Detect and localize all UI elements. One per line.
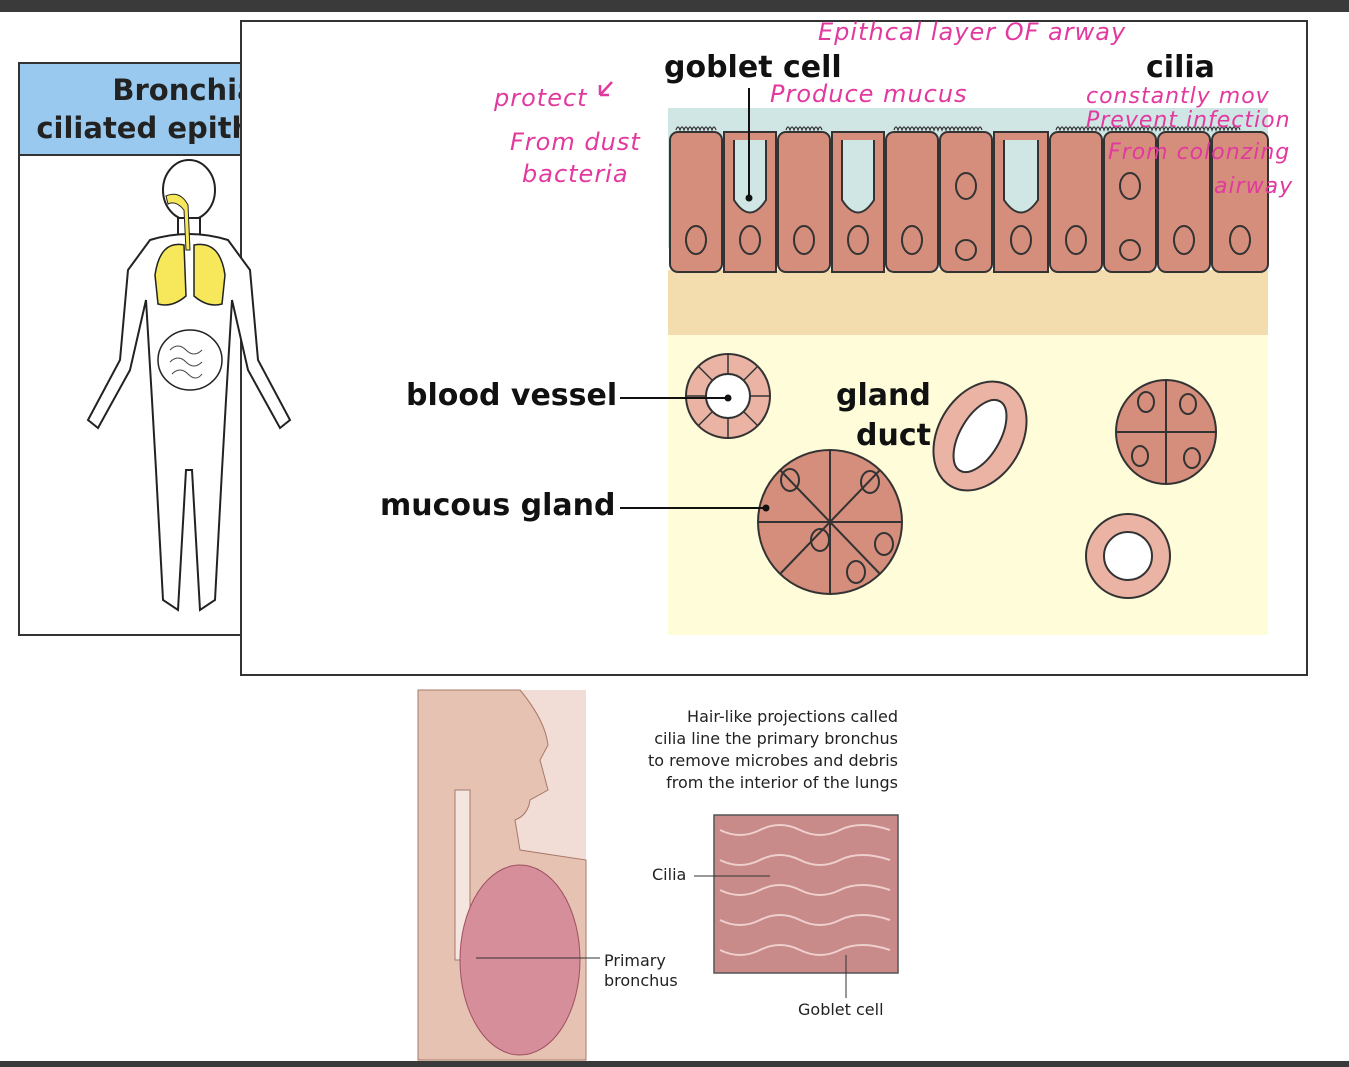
note-prevent-infection: Prevent infection <box>1086 108 1291 133</box>
label-goblet-cell: goblet cell <box>664 50 842 85</box>
note-produce-mucus: Produce mucus <box>770 80 968 108</box>
top-bar <box>0 0 1349 12</box>
note-epithelial-layer: Epithcal layer OF arway <box>818 18 1127 46</box>
cell-nuclei <box>685 172 1251 261</box>
label-duct: duct <box>856 418 931 453</box>
connective-tissue-layer <box>668 270 1268 335</box>
micrograph-texture <box>719 824 891 956</box>
label-gland: gland <box>836 378 931 413</box>
caption-line-2: cilia line the primary bronchus <box>654 729 898 748</box>
epithelial-cell-row <box>669 131 1269 273</box>
left-lung <box>154 243 187 306</box>
note-bacteria: bacteria <box>522 160 629 188</box>
intestines <box>157 329 223 391</box>
small-vessel <box>1085 513 1171 599</box>
airway-trachea <box>165 193 191 251</box>
right-lung <box>193 243 226 306</box>
intestine-coils <box>169 345 203 379</box>
label-cilia-photo: Cilia <box>652 865 687 884</box>
cilia-tufts <box>675 126 1241 132</box>
label-bronchus: bronchus <box>604 971 678 990</box>
lung-illustration <box>459 864 581 1056</box>
note-constantly-mov: constantly mov <box>1086 84 1270 109</box>
blood-vessel-dot <box>724 394 732 402</box>
label-blood-vessel: blood vessel <box>406 378 618 413</box>
note-from-dust: From dust <box>510 128 641 156</box>
label-mucous-gland: mucous gland <box>380 488 616 523</box>
bottom-bar <box>0 1061 1349 1067</box>
gland-cluster-right <box>1115 379 1217 485</box>
goblet-pointer-dot <box>745 194 753 202</box>
note-airway: airway <box>1214 174 1294 199</box>
label-primary: Primary <box>604 951 666 970</box>
annotation-arrow <box>598 81 613 97</box>
note-from-colonzing: From colonzing <box>1108 140 1291 165</box>
caption-line-4: from the interior of the lungs <box>666 773 898 792</box>
gland-duct <box>932 380 1028 492</box>
mucous-gland <box>757 449 903 595</box>
bottom-caption: Hair-like projections called cilia line … <box>606 706 898 794</box>
caption-line-1: Hair-like projections called <box>687 707 898 726</box>
caption-line-3: to remove microbes and debris <box>648 751 898 770</box>
note-protect: protect <box>494 84 588 112</box>
goblet-mucus <box>736 142 1036 209</box>
label-goblet-cell-photo: Goblet cell <box>798 1000 884 1019</box>
label-cilia: cilia <box>1146 50 1215 85</box>
mucous-gland-dot <box>762 504 770 512</box>
